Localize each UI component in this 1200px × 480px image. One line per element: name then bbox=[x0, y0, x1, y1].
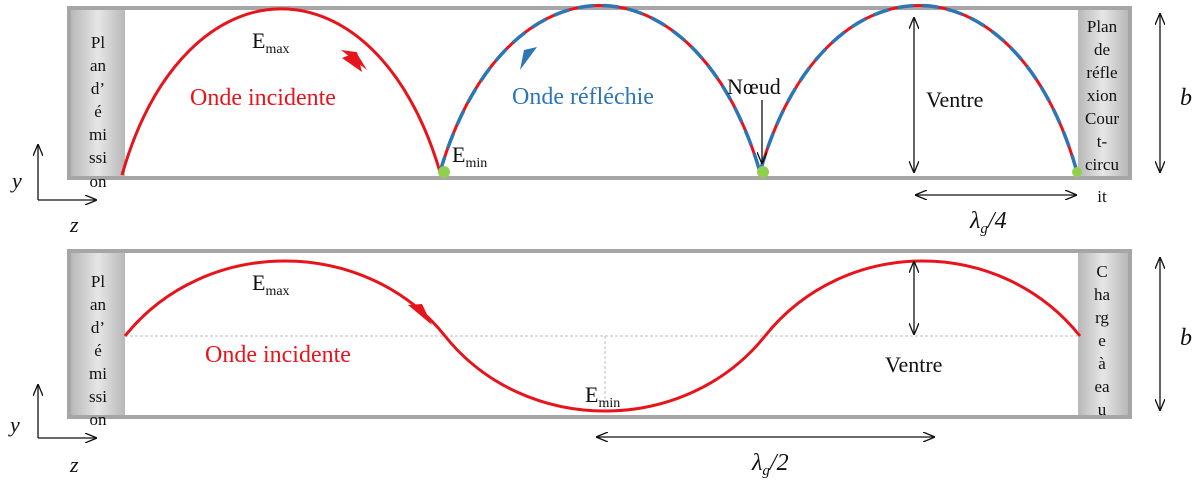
bottom-left-plate-line: on bbox=[90, 410, 108, 429]
top-left-plate-line: é bbox=[94, 102, 102, 121]
top-right-plate-line: réfle bbox=[1086, 63, 1117, 82]
top-y-axis-label: y bbox=[10, 168, 22, 193]
top-right-plate-line: t- bbox=[1097, 132, 1108, 151]
top-node-dot bbox=[438, 166, 450, 178]
bottom-lambda-label: λg/2 bbox=[751, 450, 789, 479]
top-incident-label: Onde incidente bbox=[190, 85, 336, 111]
bottom-right-plate-line: u bbox=[1098, 400, 1107, 419]
top-reflected-label: Onde réfléchie bbox=[512, 84, 654, 110]
top-right-plate-line: Cour bbox=[1085, 109, 1119, 128]
top-node-dot bbox=[1072, 167, 1082, 177]
bottom-left-plate-line: mi bbox=[89, 364, 107, 383]
bottom-left-plate-line: an bbox=[90, 295, 107, 314]
bottom-left-plate-line: Pl bbox=[91, 272, 105, 291]
top-left-plate-text: Pl an d’ é mi ssi on bbox=[89, 33, 107, 191]
top-incident-arrow-icon bbox=[342, 52, 362, 72]
bottom-left-plate bbox=[71, 253, 125, 415]
top-right-plate-line: it bbox=[1097, 187, 1107, 206]
top-reflected-wave-2-dash bbox=[758, 3, 1079, 173]
top-lambda-label: λg/4 bbox=[969, 208, 1007, 237]
top-reflected-arrow-icon bbox=[520, 47, 537, 70]
top-left-plate-line: an bbox=[90, 56, 107, 75]
bottom-height-label: b bbox=[1180, 325, 1192, 351]
top-right-plate-text: Plan de réfle xion Cour t- circu it bbox=[1085, 17, 1119, 206]
bottom-emin-label: Emin bbox=[585, 382, 620, 411]
top-right-plate-line: de bbox=[1094, 40, 1110, 59]
bottom-waveguide: Pl an d’ é mi ssi on C ha rg e à ea u Em… bbox=[8, 249, 1192, 479]
bottom-right-plate-line: ea bbox=[1094, 377, 1110, 396]
bottom-right-plate bbox=[1078, 253, 1128, 415]
top-antinode-label: Ventre bbox=[926, 87, 983, 112]
bottom-z-axis-label: z bbox=[69, 452, 79, 477]
top-height-label: b bbox=[1180, 85, 1192, 111]
top-incident-wave bbox=[120, 7, 442, 176]
bottom-left-plate-text: Pl an d’ é mi ssi on bbox=[89, 272, 107, 429]
top-node-dot bbox=[757, 166, 769, 178]
bottom-left-plate-line: é bbox=[94, 341, 102, 360]
bottom-y-axis-label: y bbox=[8, 412, 20, 437]
top-emax-label: Emax bbox=[252, 28, 290, 57]
bottom-left-plate-line: d’ bbox=[91, 318, 105, 337]
bottom-incident-label: Onde incidente bbox=[205, 342, 351, 368]
top-left-plate-line: ssi bbox=[89, 148, 107, 167]
top-right-plate bbox=[1078, 10, 1128, 176]
top-left-plate-line: mi bbox=[89, 125, 107, 144]
bottom-right-plate-line: e bbox=[1098, 331, 1106, 350]
bottom-right-plate-line: rg bbox=[1095, 308, 1109, 327]
top-left-plate-line: d’ bbox=[91, 79, 105, 98]
top-right-plate-line: xion bbox=[1087, 86, 1118, 105]
top-emin-label: Emin bbox=[452, 142, 487, 171]
top-reflected-wave-2 bbox=[758, 4, 1079, 173]
top-left-plate-line: on bbox=[90, 172, 108, 191]
bottom-guide-frame bbox=[67, 249, 1132, 419]
top-z-axis-label: z bbox=[69, 212, 79, 237]
bottom-emax-label: Emax bbox=[252, 270, 290, 299]
top-guide-frame bbox=[67, 6, 1132, 180]
bottom-right-plate-text: C ha rg e à ea u bbox=[1094, 262, 1111, 419]
top-reflected-wave-1-dash bbox=[438, 3, 762, 173]
bottom-right-plate-line: ha bbox=[1094, 285, 1111, 304]
top-waveguide: Pl an d’ é mi ssi on Plan de réfle xion … bbox=[10, 3, 1192, 237]
top-left-plate-line: Pl bbox=[91, 33, 105, 52]
bottom-right-plate-line: à bbox=[1098, 354, 1106, 373]
top-right-plate-line: circu bbox=[1085, 155, 1119, 174]
bottom-incident-arrow-icon bbox=[408, 304, 432, 325]
top-right-plate-line: Plan bbox=[1087, 17, 1118, 36]
bottom-left-plate-line: ssi bbox=[89, 387, 107, 406]
bottom-incident-wave bbox=[123, 259, 1082, 413]
bottom-antinode-label: Ventre bbox=[885, 352, 942, 377]
top-left-plate bbox=[71, 10, 125, 176]
bottom-right-plate-line: C bbox=[1096, 262, 1107, 281]
top-node-label: Nœud bbox=[727, 74, 781, 99]
